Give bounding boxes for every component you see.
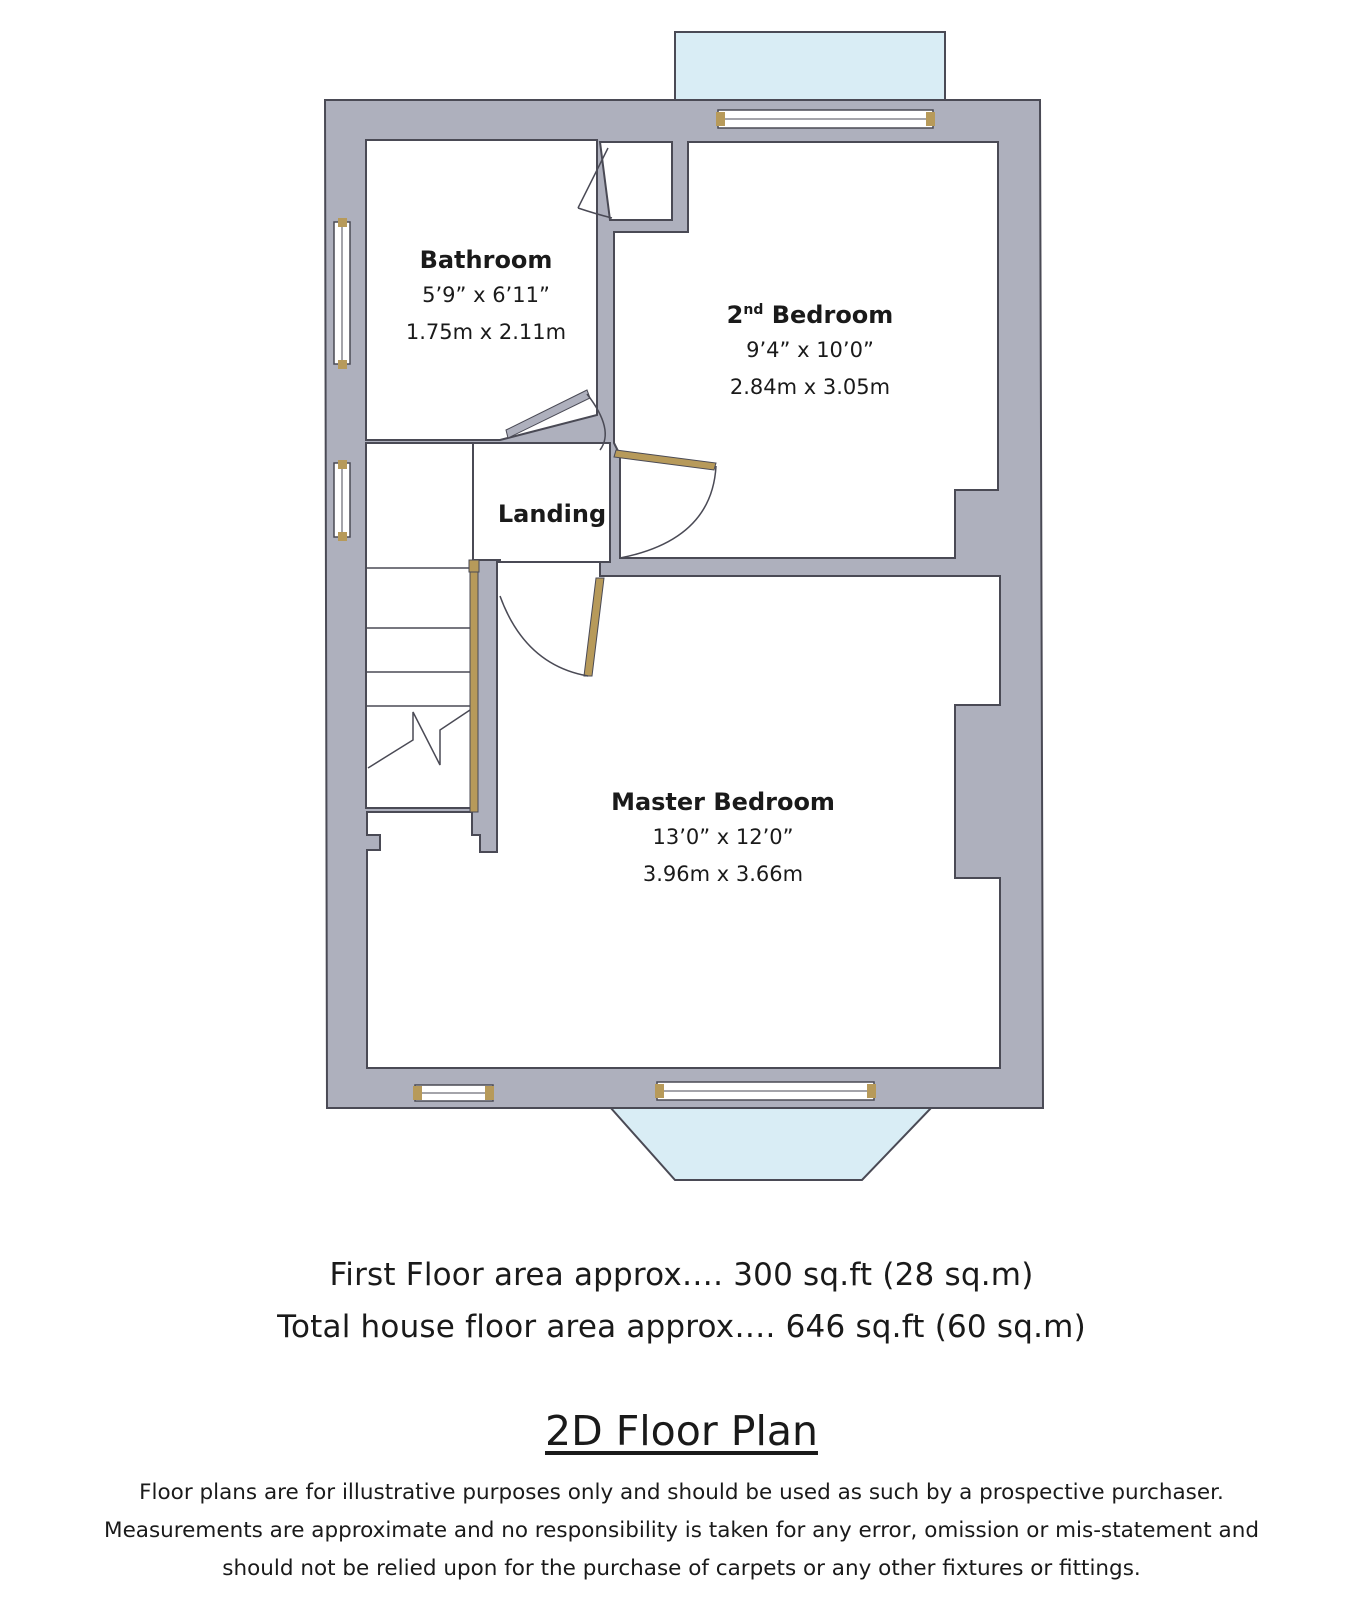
second-bedroom-name-rest: Bedroom <box>763 301 894 329</box>
master-bedroom-label: Master Bedroom 13’0” x 12’0” 3.96m x 3.6… <box>603 785 843 893</box>
total-house-area: Total house floor area approx…. 646 sq.f… <box>277 1309 1086 1345</box>
cupboard-door <box>577 147 613 219</box>
master-bedroom-metric: 3.96m x 3.66m <box>642 862 804 886</box>
first-floor-area: First Floor area approx…. 300 sq.ft (28 … <box>329 1257 1034 1293</box>
floor-plan-drawing <box>323 31 1045 1181</box>
top-window <box>716 109 935 129</box>
top-bay-window <box>674 31 946 101</box>
second-bedroom-name-num: 2 <box>726 301 744 329</box>
disclaimer-line-2: Measurements are approximate and no resp… <box>104 1518 1259 1543</box>
landing-label: Landing <box>492 497 612 531</box>
bathroom-door <box>505 389 606 451</box>
disclaimer-line-3: should not be relied upon for the purcha… <box>222 1556 1141 1581</box>
second-bedroom-label: 2nd Bedroom 9’4” x 10’0” 2.84m x 3.05m <box>700 293 920 406</box>
staircase <box>366 559 480 813</box>
bottom-window-large <box>655 1081 876 1101</box>
left-window-upper <box>333 218 351 369</box>
bathroom-label: Bathroom 5’9” x 6’11” 1.75m x 2.11m <box>386 243 586 351</box>
left-window-lower <box>333 460 351 541</box>
master-bedroom-name: Master Bedroom <box>611 788 835 816</box>
bottom-window-small <box>413 1084 494 1102</box>
second-bedroom-name-sup: nd <box>743 302 764 318</box>
bathroom-metric: 1.75m x 2.11m <box>405 320 567 344</box>
landing-name: Landing <box>497 500 607 528</box>
master-bedroom-door <box>499 577 605 677</box>
plan-title: 2D Floor Plan <box>545 1407 818 1455</box>
disclaimer-line-1: Floor plans are for illustrative purpose… <box>139 1480 1224 1505</box>
second-bedroom-metric: 2.84m x 3.05m <box>729 375 891 399</box>
bathroom-imperial: 5’9” x 6’11” <box>422 283 550 307</box>
second-bedroom-imperial: 9’4” x 10’0” <box>746 338 874 362</box>
bathroom-name: Bathroom <box>419 246 553 274</box>
second-bedroom-door <box>613 449 717 559</box>
bottom-bay-window <box>607 1106 935 1181</box>
second-bedroom-name: 2nd Bedroom <box>700 293 920 332</box>
master-bedroom-imperial: 13’0” x 12’0” <box>652 825 794 849</box>
